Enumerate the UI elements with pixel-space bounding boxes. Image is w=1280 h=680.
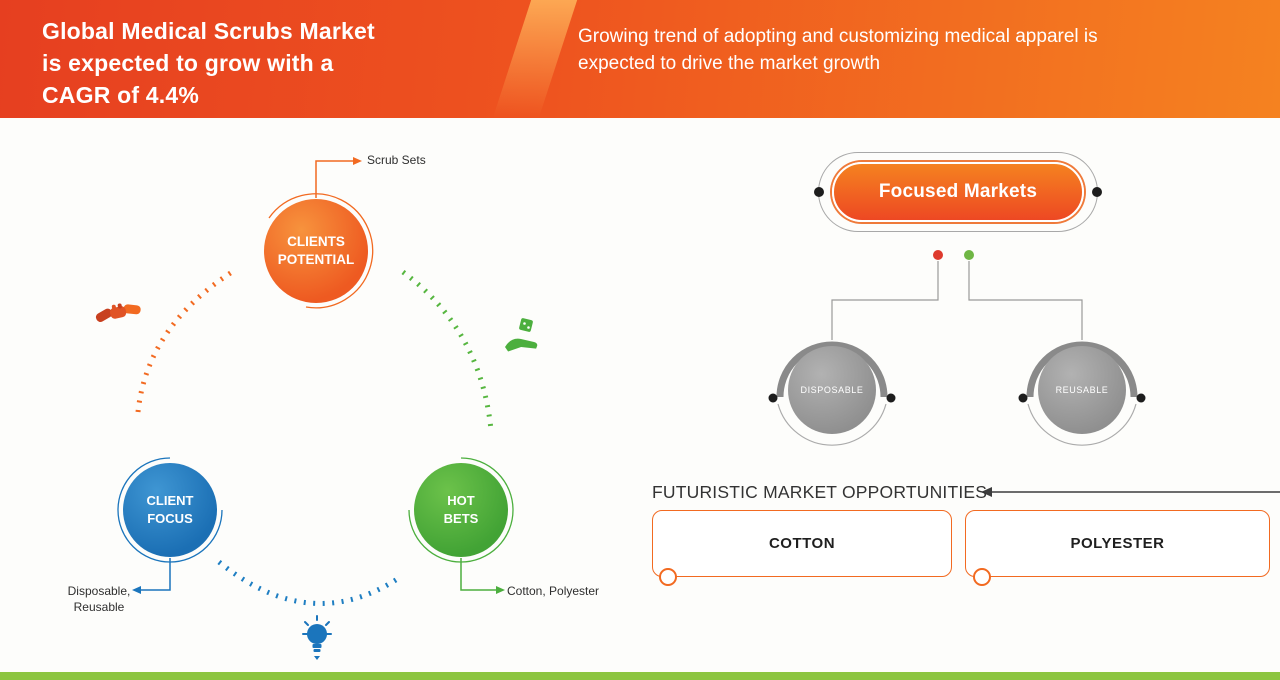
arrowhead-opportunities [981,487,992,497]
branch-dot-green [964,250,974,260]
opportunity-box-cotton: COTTON [652,510,952,577]
segment-reusable-label: REUSABLE [1055,385,1109,395]
node-clients-potential: CLIENTS POTENTIAL [264,199,368,303]
arrowhead-disposable-reusable [132,586,141,594]
pill-right-dot [1092,187,1102,197]
branch-line-reusable [968,261,1083,340]
annotation-cotton-polyester: Cotton, Polyester [507,584,600,598]
header-subtitle: Growing trend of adopting and customizin… [578,26,1098,74]
thick-arc-reusable [1026,341,1138,398]
footer-accent-bar [0,672,1280,680]
branch-line-disposable [831,261,939,340]
opportunities-title: FUTURISTIC MARKET OPPORTUNITIES [652,482,988,502]
node-hot-bets: HOT BETS [414,463,508,557]
segment-disposable-label: DISPOSABLE [800,385,864,395]
arrowhead-scrub-sets [353,157,362,165]
dotted-arc-blue [217,560,401,606]
arrow-scrub-sets [315,160,353,198]
node-dot-left-reusable [1018,393,1028,403]
node-dot-right-disposable [886,393,896,403]
pill-left-dot [814,187,824,197]
thin-arc-disposable [777,403,887,446]
arrow-disposable-reusable [141,558,171,591]
annotation-disposable-reusable: Disposable, Reusable [67,584,131,614]
node-client-focus-label: CLIENT FOCUS [146,493,194,526]
focused-markets-pill: Focused Markets [832,162,1084,222]
dice-hand-icon [502,316,544,363]
node-clients-potential-label: CLIENTS POTENTIAL [277,233,355,267]
header-banner: Global Medical Scrubs Market is expected… [0,0,1280,118]
node-dot-left-disposable [768,393,778,403]
ring-arc-blue [117,457,223,563]
handshake-icon [94,294,142,335]
node-hot-bets-label: HOT BETS [443,493,479,526]
lightbulb-icon [301,614,333,667]
page-title: Global Medical Scrubs Market is expected… [42,18,375,109]
cotton-corner-circle [659,568,677,586]
segment-node-disposable: DISPOSABLE [788,346,876,434]
thick-arc-disposable [776,341,888,398]
arrow-cotton-polyester [460,558,496,591]
arrowhead-cotton-polyester [496,586,505,594]
header-diagonal-divider [492,0,578,118]
node-dot-right-reusable [1136,393,1146,403]
annotation-scrub-sets: Scrub Sets [367,153,426,167]
branch-dot-red [933,250,943,260]
node-client-focus: CLIENT FOCUS [123,463,217,557]
ring-arc-orange [268,193,374,309]
thin-arc-reusable [1027,403,1137,446]
opportunity-polyester-label: POLYESTER [1070,535,1165,552]
ring-arc-green [408,457,514,563]
dotted-arc-green [401,269,494,431]
polyester-corner-circle [973,568,991,586]
opportunity-cotton-label: COTTON [768,535,836,552]
focused-markets-title: Focused Markets [878,181,1038,202]
opportunity-box-polyester: POLYESTER [965,510,1270,577]
segment-node-reusable: REUSABLE [1038,346,1126,434]
dotted-arc-orange [135,269,234,413]
